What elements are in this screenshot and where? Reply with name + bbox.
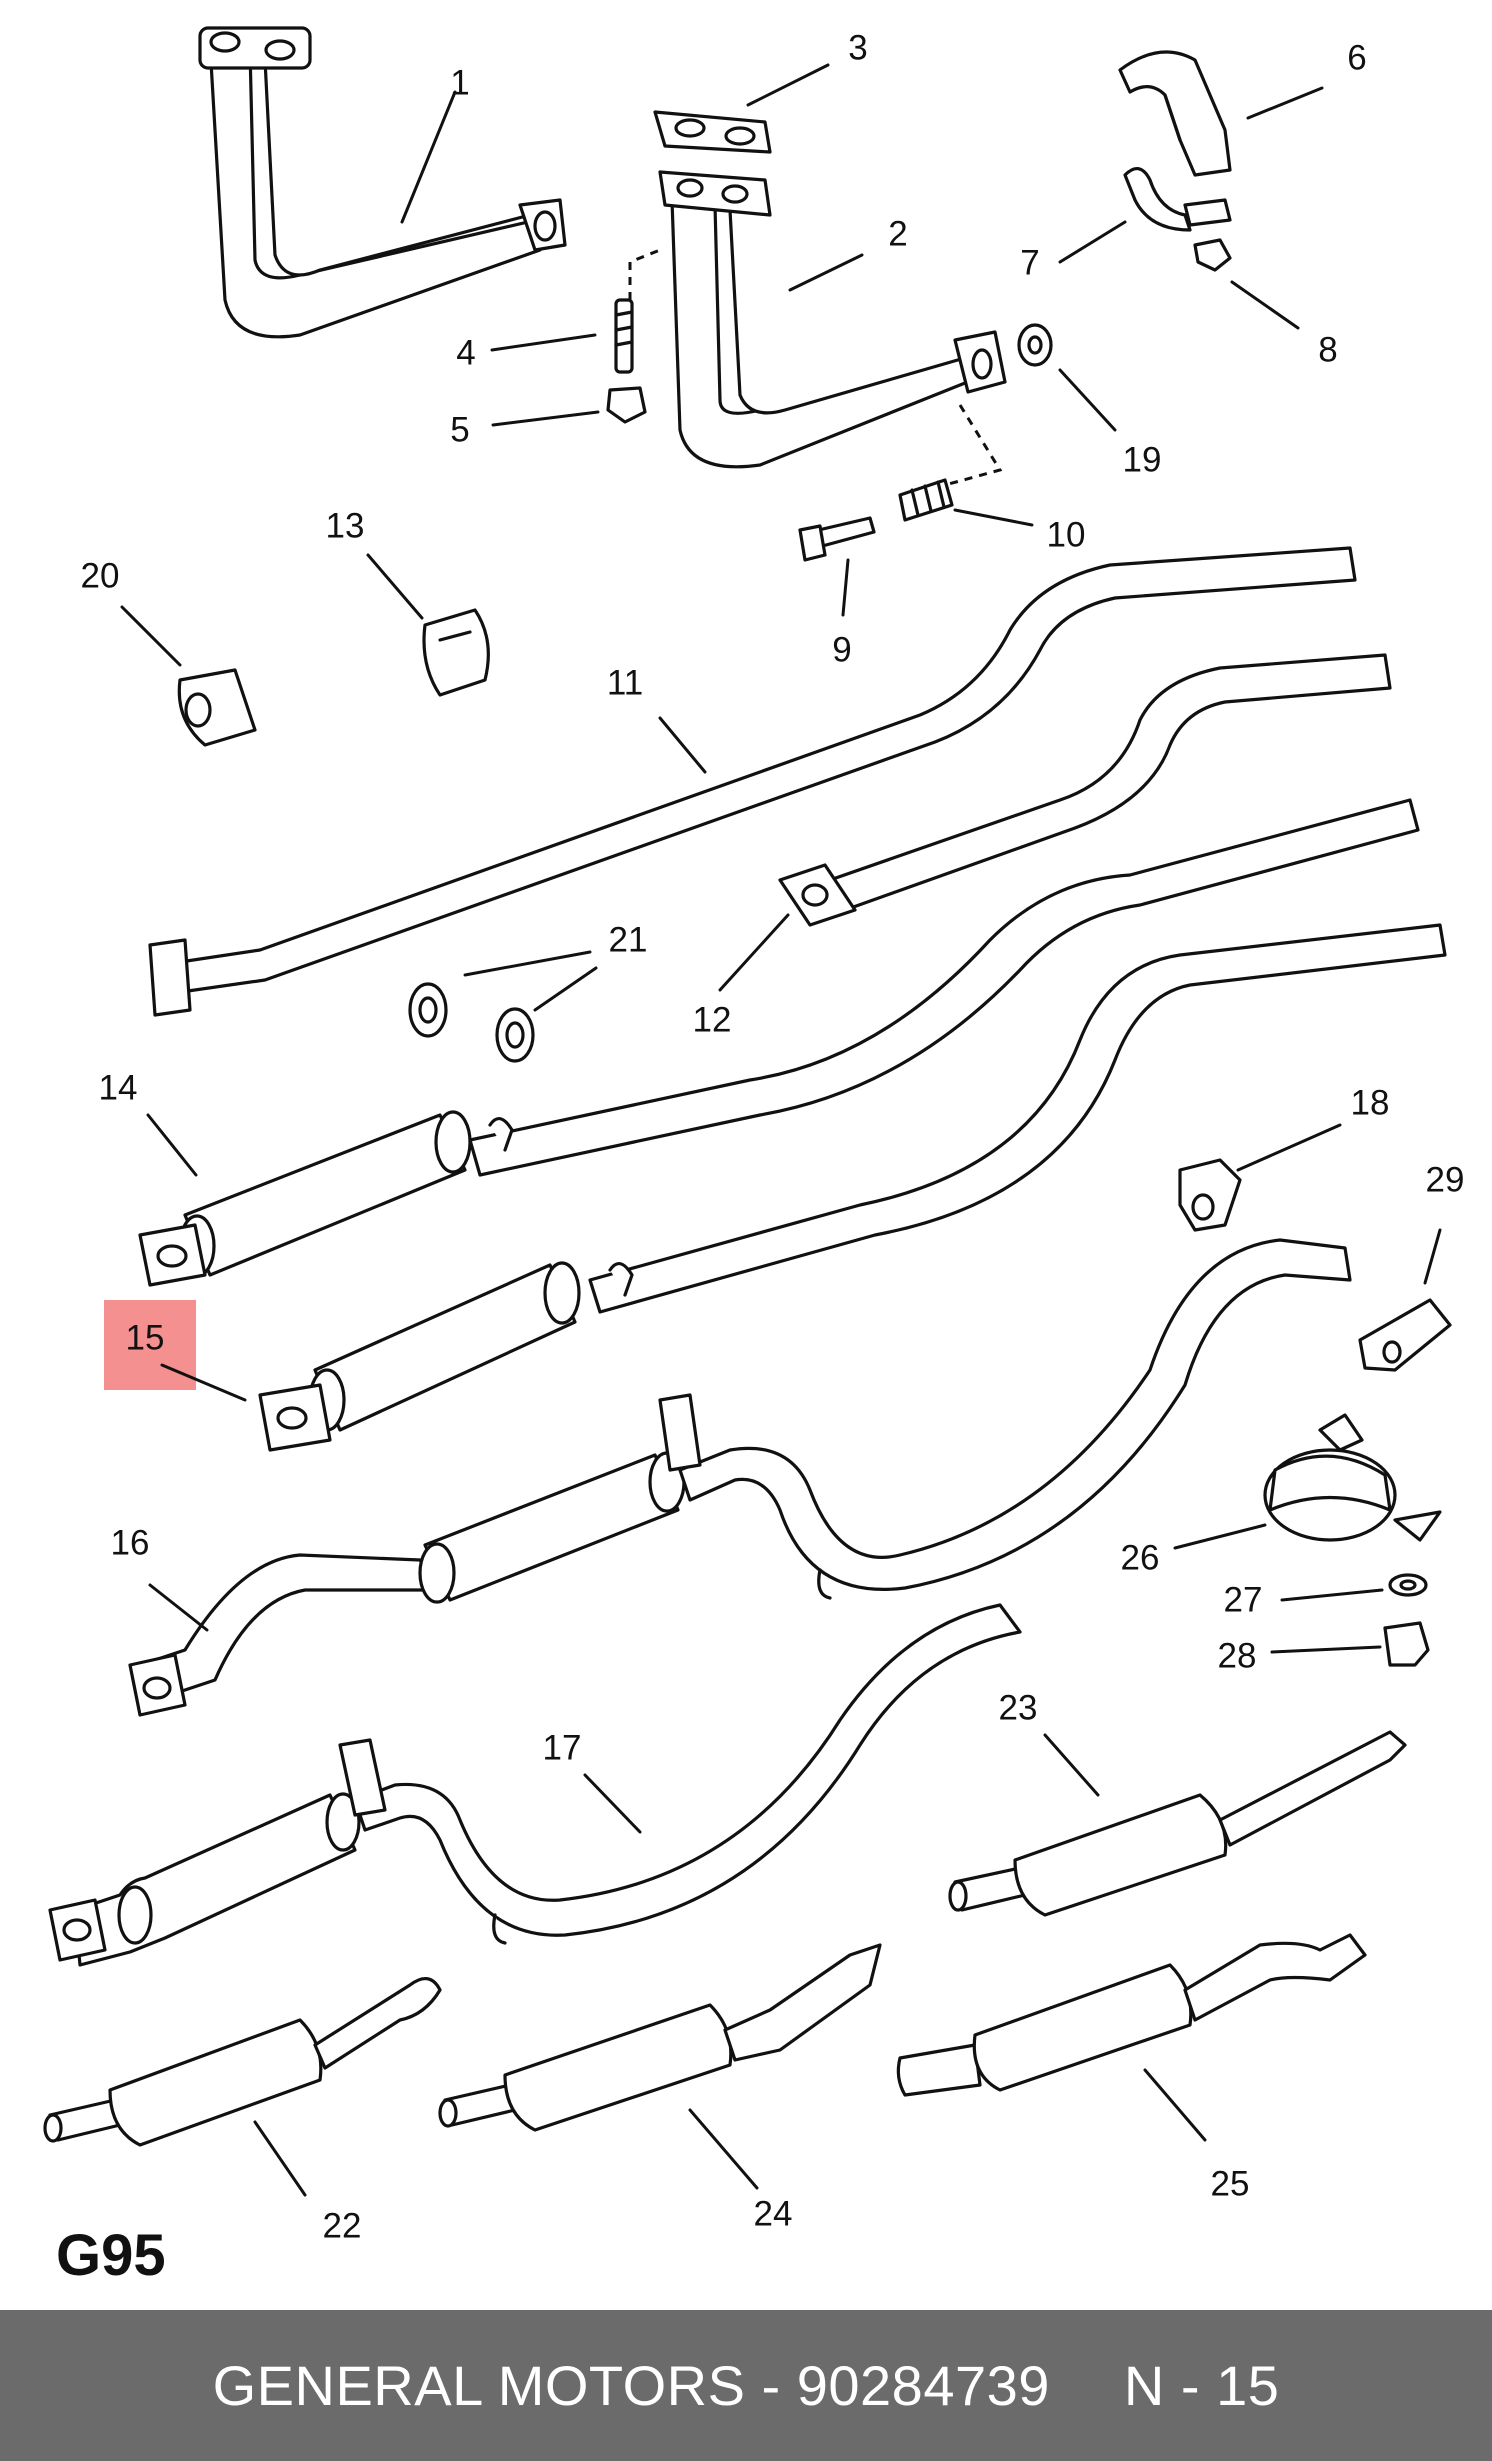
footer-text: GENERAL MOTORS - 90284739 N - 15 — [213, 2353, 1280, 2418]
callout-14[interactable]: 14 — [99, 1068, 138, 1107]
callout-23[interactable]: 23 — [999, 1688, 1038, 1727]
part-26-clamp[interactable] — [1263, 1413, 1442, 1542]
part-20-rubber-mount[interactable] — [177, 668, 257, 747]
callout-13[interactable]: 13 — [326, 506, 365, 545]
assembly-dash-line — [944, 404, 1003, 487]
callout-12[interactable]: 12 — [693, 1000, 732, 1039]
callout-22[interactable]: 22 — [323, 2206, 362, 2245]
callout-19[interactable]: 19 — [1123, 440, 1162, 479]
callout-15[interactable]: 15 — [126, 1318, 165, 1357]
callout-8[interactable]: 8 — [1318, 330, 1337, 369]
callout-7[interactable]: 7 — [1020, 243, 1039, 282]
callout-20[interactable]: 20 — [81, 556, 120, 595]
part-13-rubber-mount[interactable] — [422, 608, 490, 697]
part-1-front-pipe[interactable] — [198, 26, 567, 339]
part-23-rear-silencer[interactable] — [948, 1730, 1407, 1917]
callout-11[interactable]: 11 — [607, 663, 643, 702]
part-8-nut[interactable] — [1193, 238, 1232, 272]
callout-9[interactable]: 9 — [832, 630, 851, 669]
part-16-rear-pipe-silencer[interactable] — [128, 1238, 1352, 1717]
footer-bar: GENERAL MOTORS - 90284739 N - 15 — [0, 2310, 1492, 2461]
part-17-rear-silencer[interactable] — [48, 1603, 1022, 1967]
callout-27[interactable]: 27 — [1224, 1580, 1263, 1619]
part-2-front-pipe[interactable] — [658, 170, 1007, 469]
callout-28[interactable]: 28 — [1218, 1636, 1257, 1675]
part-25-silencer[interactable] — [896, 1933, 1367, 2097]
part-7-clamp[interactable] — [1123, 167, 1232, 232]
part-12-pipe-flange[interactable] — [778, 653, 1392, 927]
part-5-nut[interactable] — [606, 386, 647, 424]
part-28-nut[interactable] — [1383, 1621, 1430, 1667]
part-21-gasket[interactable] — [408, 982, 535, 1063]
callout-16[interactable]: 16 — [111, 1523, 150, 1562]
callout-15-highlight — [104, 1300, 196, 1390]
callout-10[interactable]: 10 — [1047, 515, 1086, 554]
callout-26[interactable]: 26 — [1121, 1538, 1160, 1577]
assembly-dash-line — [628, 248, 661, 300]
part-11-center-pipe[interactable] — [148, 546, 1357, 1017]
part-22-silencer[interactable] — [43, 1977, 442, 2147]
callout-4[interactable]: 4 — [456, 333, 475, 372]
callout-1[interactable]: 1 — [450, 63, 469, 102]
part-18-hanger[interactable] — [1178, 1158, 1242, 1232]
part-9-bolt[interactable] — [798, 516, 876, 562]
callout-2[interactable]: 2 — [888, 214, 907, 253]
part-10-spring[interactable] — [898, 478, 954, 522]
part-6-bracket[interactable] — [1118, 50, 1232, 177]
callout-labels: 1 3 2 4 5 6 7 8 19 10 9 13 20 11 21 12 1… — [81, 28, 1465, 2245]
callout-21[interactable]: 21 — [609, 920, 648, 959]
part-19-ring[interactable] — [1017, 323, 1053, 367]
page-code-label: G95 — [56, 2223, 166, 2288]
callout-6[interactable]: 6 — [1347, 38, 1366, 77]
callout-3[interactable]: 3 — [848, 28, 867, 67]
part-14-front-silencer[interactable] — [138, 798, 1420, 1287]
footer-reference: N - 15 — [1123, 2354, 1280, 2417]
part-3-gasket[interactable] — [653, 110, 772, 154]
callout-5[interactable]: 5 — [450, 410, 469, 449]
callout-18[interactable]: 18 — [1351, 1083, 1390, 1122]
callout-24[interactable]: 24 — [754, 2194, 793, 2233]
leader-lines — [120, 63, 1442, 2197]
exhaust-system-diagram: 1 3 2 4 5 6 7 8 19 10 9 13 20 11 21 12 1… — [43, 26, 1465, 2245]
callout-17[interactable]: 17 — [543, 1728, 582, 1767]
part-27-washer[interactable] — [1388, 1573, 1428, 1597]
callout-29[interactable]: 29 — [1426, 1160, 1465, 1199]
part-29-hanger-plate[interactable] — [1358, 1298, 1452, 1372]
footer-brand-part-number: GENERAL MOTORS - 90284739 — [212, 2354, 1050, 2417]
callout-25[interactable]: 25 — [1211, 2164, 1250, 2203]
part-4-stud[interactable] — [614, 298, 634, 374]
part-24-silencer[interactable] — [438, 1943, 882, 2132]
part-15-center-silencer[interactable] — [258, 923, 1447, 1452]
